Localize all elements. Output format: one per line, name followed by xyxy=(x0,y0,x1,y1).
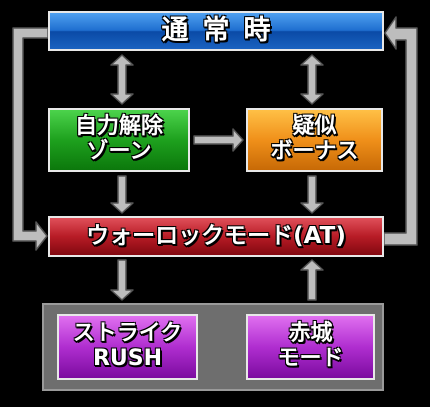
node-warlock-mode-at: ウォーロックモード(AT) xyxy=(48,216,384,257)
node-normal-play-label: 通常時 xyxy=(161,14,285,46)
arrow-normal-to-at-loop xyxy=(12,27,49,251)
arrow-at-to-normal-loop xyxy=(383,16,418,246)
node-warlock-mode-at-label: ウォーロックモード(AT) xyxy=(86,222,346,249)
node-normal-play: 通常時 xyxy=(48,11,384,51)
node-self-release-zone-line2: ゾーン xyxy=(86,139,152,164)
arrow-release-to-at xyxy=(110,175,134,214)
arrow-pseudo-to-at xyxy=(300,175,324,214)
node-akagi-mode-line1: 赤城 xyxy=(288,321,333,347)
node-akagi-mode: 赤城 モード xyxy=(246,314,375,380)
node-pseudo-bonus-line1: 疑似 xyxy=(292,114,337,140)
node-self-release-zone-line1: 自力解除 xyxy=(74,114,163,140)
arrow-akagi-to-at xyxy=(300,259,324,301)
node-strike-rush-line2: RUSH xyxy=(92,346,163,371)
arrow-at-to-rush xyxy=(110,259,134,301)
node-strike-rush: ストライク RUSH xyxy=(57,314,198,380)
node-pseudo-bonus-line2: ボーナス xyxy=(270,139,359,164)
arrow-release-to-pseudo xyxy=(193,128,244,152)
node-strike-rush-line1: ストライク xyxy=(72,321,183,347)
node-self-release-zone: 自力解除 ゾーン xyxy=(48,108,190,172)
arrow-normal-release xyxy=(110,54,134,105)
node-akagi-mode-line2: モード xyxy=(277,346,344,371)
arrow-normal-pseudo xyxy=(300,54,324,105)
node-pseudo-bonus: 疑似 ボーナス xyxy=(246,108,383,172)
